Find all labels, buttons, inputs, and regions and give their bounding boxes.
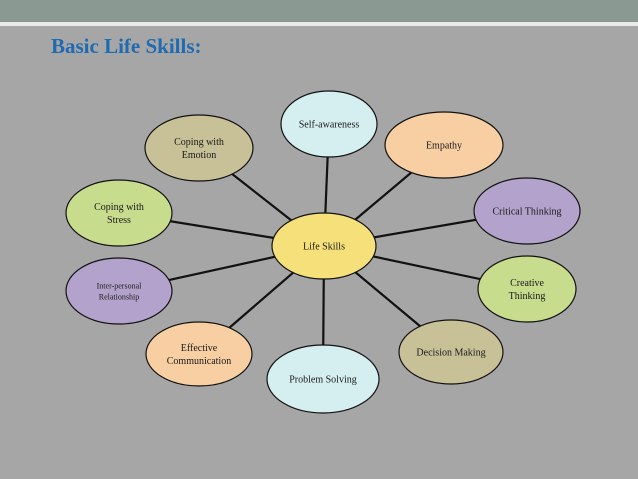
node-label-coping-with-stress: Stress: [107, 215, 131, 226]
node-shape-self-awareness: [280, 90, 378, 158]
node-shape-effective-communication: [145, 321, 253, 387]
node-label-coping-with-emotion: Coping with: [174, 137, 224, 148]
top-bar: [0, 0, 638, 22]
node-critical-thinking: Critical Thinking: [473, 177, 581, 245]
node-problem-solving: Problem Solving: [266, 344, 380, 414]
node-label-creative-thinking: Creative: [510, 278, 544, 289]
node-label-self-awareness: Self-awareness: [299, 120, 360, 131]
node-label-critical-thinking: Critical Thinking: [493, 207, 562, 218]
node-shape-coping-with-stress: [65, 179, 173, 247]
node-shape-inter-personal-relationship: [65, 257, 173, 325]
node-label-effective-communication: Effective: [181, 343, 218, 354]
node-shape-coping-with-emotion: [144, 114, 254, 182]
center-node-shape: [271, 212, 377, 280]
node-self-awareness: Self-awareness: [280, 90, 378, 158]
node-shape-creative-thinking: [477, 255, 577, 323]
node-label-empathy: Empathy: [426, 141, 462, 152]
top-bar-accent: [0, 22, 638, 26]
node-label-inter-personal-relationship: Relationship: [99, 292, 139, 301]
node-label-inter-personal-relationship: Inter-personal: [97, 281, 142, 290]
center-node-label: Life Skills: [303, 242, 345, 253]
node-label-effective-communication: Communication: [167, 356, 231, 367]
slide-title: Basic Life Skills:: [51, 34, 202, 58]
node-shape-problem-solving: [266, 344, 380, 414]
node-label-coping-with-emotion: Emotion: [182, 150, 216, 161]
center-node: Life Skills: [271, 212, 377, 280]
node-shape-decision-making: [398, 319, 504, 385]
node-empathy: Empathy: [384, 111, 504, 179]
node-decision-making: Decision Making: [398, 319, 504, 385]
node-label-decision-making: Decision Making: [416, 348, 485, 359]
node-label-creative-thinking: Thinking: [509, 291, 546, 302]
node-shape-critical-thinking: [473, 177, 581, 245]
node-label-problem-solving: Problem Solving: [289, 375, 357, 386]
node-shape-empathy: [384, 111, 504, 179]
node-label-coping-with-stress: Coping with: [94, 202, 144, 213]
